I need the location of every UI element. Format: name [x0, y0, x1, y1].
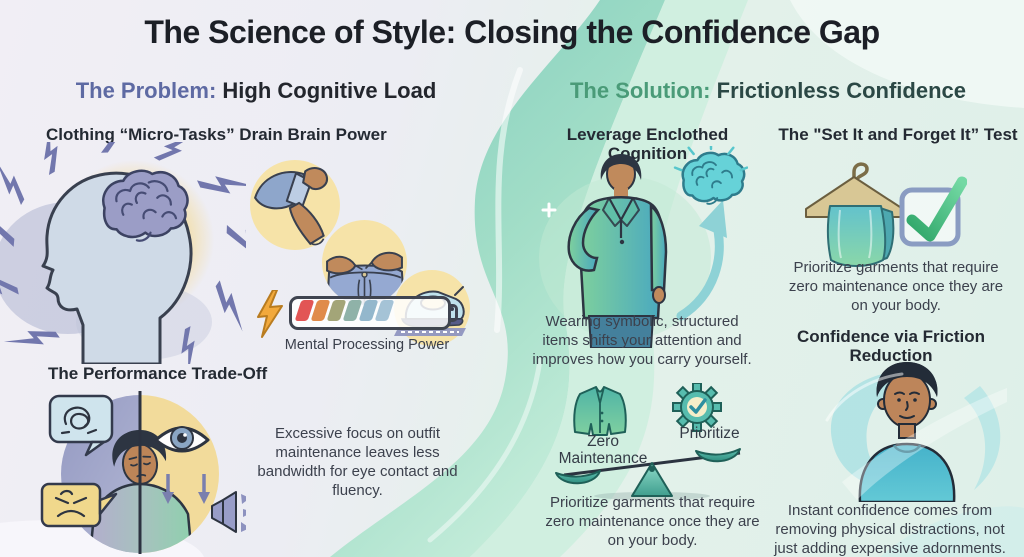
brain-icon [102, 169, 189, 242]
scale-body: Prioritize garments that require zero ma… [545, 494, 760, 550]
micro-tasks-heading: Clothing “Micro-Tasks” Drain Brain Power [46, 125, 387, 144]
confident-man-icon [825, 362, 1007, 502]
hanger-icon [805, 162, 904, 267]
page-title: The Science of Style: Closing the Confid… [144, 14, 880, 50]
balance-scale-icon [555, 383, 741, 500]
problem-column-header: The Problem: High Cognitive Load [0, 78, 512, 104]
trade-off-heading: The Performance Trade-Off [48, 364, 268, 383]
brain-boost-icon [673, 146, 748, 205]
battery-label: Mental Processing Power [284, 337, 450, 353]
solution-column-header: The Solution: Frictionless Confidence [512, 78, 1024, 104]
scale-right-label: Prioritize [679, 425, 740, 442]
gear-check-icon [672, 383, 722, 432]
trade-off-body: Excessive focus on outfit maintenance le… [257, 425, 458, 500]
down-arrows-icon [162, 474, 210, 504]
scale-left-label: Zero Maintenance [558, 433, 648, 467]
scribble-bubble-icon [48, 394, 114, 457]
checkbox-icon [899, 176, 967, 247]
sleeve-adjust-icon [250, 160, 340, 250]
jacket-icon [573, 386, 627, 436]
friction-heading: Confidence via Friction Reduction [797, 327, 985, 365]
problem-heading: High Cognitive Load [222, 78, 437, 103]
friction-body: Instant confidence comes from removing p… [774, 502, 1006, 557]
set-forget-body: Prioritize garments that require zero ma… [788, 259, 1004, 315]
set-forget-heading: The "Set It and Forget It” Test [778, 125, 1018, 144]
battery-segment [374, 300, 395, 321]
enclothed-body: Wearing symbolic, structured items shift… [532, 313, 752, 369]
stressed-head-icon [0, 142, 246, 364]
solution-label: The Solution: [569, 78, 711, 103]
up-arrow-icon [676, 200, 727, 321]
battery-icon [289, 296, 451, 330]
confident-woman-icon [539, 146, 748, 348]
lightning-icon [257, 290, 283, 338]
battery-segments [294, 300, 395, 326]
problem-label: The Problem: [75, 78, 217, 103]
speaker-icon [211, 491, 246, 533]
split-portrait-icon [40, 391, 246, 554]
angry-bubble-icon [40, 482, 118, 528]
solution-heading: Frictionless Confidence [716, 78, 967, 103]
eye-icon [154, 426, 210, 453]
